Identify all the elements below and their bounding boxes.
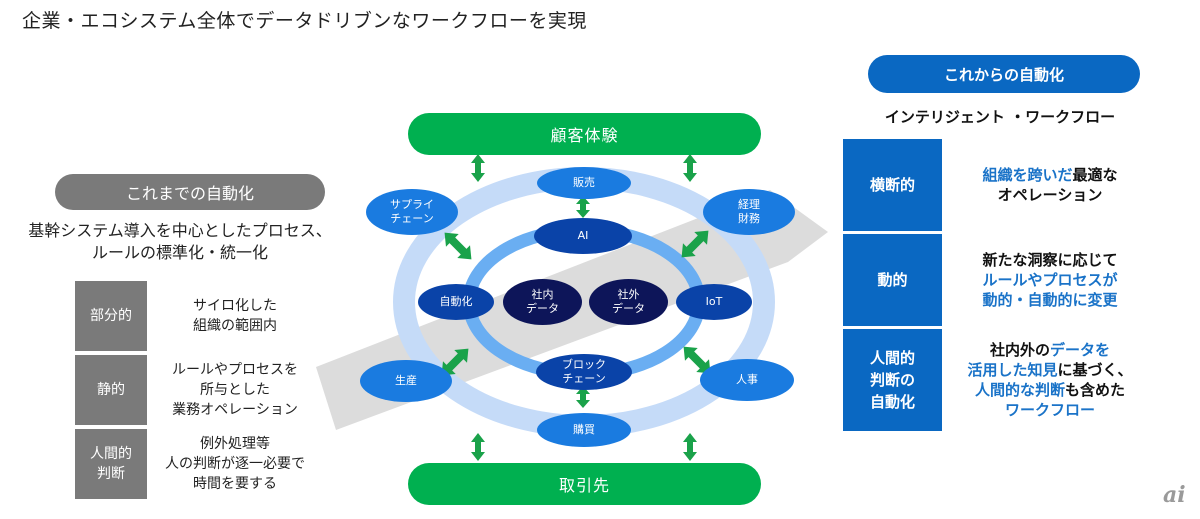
- arrow-production-inner: [441, 348, 469, 376]
- desc-line: 社内外のデータを: [967, 340, 1132, 360]
- legacy-row-label-partial: 部分的: [75, 281, 147, 351]
- legacy-row-desc-static: ルールやプロセスを所与とした業務オペレーション: [172, 362, 298, 418]
- node-supply-chain: サプライチェーン: [366, 189, 458, 235]
- arrow-accounting-inner: [681, 230, 709, 258]
- arrow-sales-ai: [576, 196, 590, 218]
- legacy-row-desc-human: 例外処理等人の判断が逐一必要で時間を要する: [165, 436, 305, 492]
- partners-bar: 取引先: [408, 463, 761, 505]
- legacy-subtitle: 基幹システム導入を中心としたプロセス、ルールの標準化・統一化: [28, 221, 332, 262]
- node-hr: 人事: [700, 359, 794, 401]
- node-purchasing-label: 購買: [573, 423, 595, 436]
- desc-line: 組織を跨いだ最適な: [982, 165, 1117, 185]
- node-production-label: 生産: [395, 374, 417, 387]
- node-external-data-label: 社外データ: [612, 288, 645, 315]
- node-ai-label: AI: [577, 229, 589, 242]
- desc-line: 動的・自動的に変更: [982, 290, 1117, 310]
- highlighted-text: ルールやプロセスが: [982, 271, 1118, 289]
- node-external-data: 社外データ: [589, 279, 668, 325]
- node-iot-label: IoT: [705, 295, 723, 308]
- page-title: 企業・エコシステム全体でデータドリブンなワークフローを実現: [22, 10, 587, 32]
- desc-line: 活用した知見に基づく、: [967, 360, 1132, 380]
- highlighted-text: ワークフロー: [1004, 401, 1095, 419]
- node-sales: 販売: [537, 167, 631, 199]
- node-accounting-label: 経理財務: [738, 198, 760, 225]
- node-blockchain-label: ブロックチェーン: [562, 358, 606, 385]
- arrow-supply-inner: [444, 232, 472, 260]
- text-segment: 最適な: [1072, 166, 1118, 184]
- highlighted-text: データを: [1050, 341, 1111, 359]
- node-internal-data: 社内データ: [503, 279, 582, 325]
- node-hr-label: 人事: [736, 373, 758, 386]
- node-internal-data-label: 社内データ: [526, 288, 559, 315]
- arrow-top-right: [683, 154, 697, 182]
- customer-experience-bar: 顧客体験: [408, 113, 761, 155]
- node-blockchain: ブロックチェーン: [536, 354, 632, 390]
- node-purchasing: 購買: [537, 413, 631, 447]
- arrow-blockchain-purchasing: [576, 386, 590, 408]
- highlighted-text: 組織を跨いだ: [982, 166, 1073, 184]
- node-automation: 自動化: [418, 284, 494, 320]
- node-sales-label: 販売: [573, 176, 595, 189]
- node-iot: IoT: [676, 284, 752, 320]
- arrow-hr-inner: [683, 346, 711, 374]
- node-automation-label: 自動化: [439, 295, 473, 308]
- highlighted-text: 動的・自動的に変更: [982, 291, 1118, 309]
- intelligent-workflow-subtitle: インテリジェント ・ワークフロー: [884, 108, 1116, 126]
- ai-logo: ai: [1163, 482, 1186, 508]
- legacy-row-label-static: 静的: [75, 355, 147, 425]
- future-row-label-cross: 横断的: [843, 139, 942, 231]
- arrow-bottom-right: [683, 433, 697, 461]
- node-ai: AI: [534, 218, 632, 254]
- arrow-bottom-left: [471, 433, 485, 461]
- text-segment: 社内外の: [989, 341, 1050, 359]
- future-row-desc-cross: 組織を跨いだ最適なオペレーション: [950, 139, 1150, 231]
- desc-line: 人間的な判断も含めた: [967, 380, 1132, 400]
- vertical-arrows: [441, 154, 711, 461]
- highlighted-text: 人間的な判断: [974, 381, 1065, 399]
- legacy-automation-pill: これまでの自動化: [55, 174, 325, 210]
- desc-line: ワークフロー: [967, 400, 1132, 420]
- text-segment: 新たな洞察に応じて: [982, 251, 1118, 269]
- node-production: 生産: [360, 360, 452, 402]
- desc-line: ルールやプロセスが: [982, 270, 1117, 290]
- future-row-label-human-auto: 人間的判断の自動化: [843, 329, 942, 431]
- desc-line: 新たな洞察に応じて: [982, 250, 1117, 270]
- future-row-desc-human-auto: 社内外のデータを活用した知見に基づく、人間的な判断も含めたワークフロー: [950, 329, 1150, 431]
- highlighted-text: 活用した知見: [967, 361, 1058, 379]
- node-accounting: 経理財務: [703, 189, 795, 235]
- desc-line: オペレーション: [982, 185, 1117, 205]
- legacy-row-label-human: 人間的判断: [75, 429, 147, 499]
- legacy-row-desc-partial: サイロ化した組織の範囲内: [193, 298, 277, 334]
- text-segment: オペレーション: [997, 186, 1103, 204]
- node-supply-chain-label: サプライチェーン: [390, 198, 434, 225]
- arrow-top-left: [471, 154, 485, 182]
- future-row-label-dynamic: 動的: [843, 234, 942, 326]
- future-row-desc-dynamic: 新たな洞察に応じてルールやプロセスが動的・自動的に変更: [950, 234, 1150, 326]
- text-segment: も含めた: [1065, 381, 1126, 399]
- text-segment: に基づく、: [1057, 361, 1133, 379]
- future-automation-pill: これからの自動化: [868, 55, 1140, 93]
